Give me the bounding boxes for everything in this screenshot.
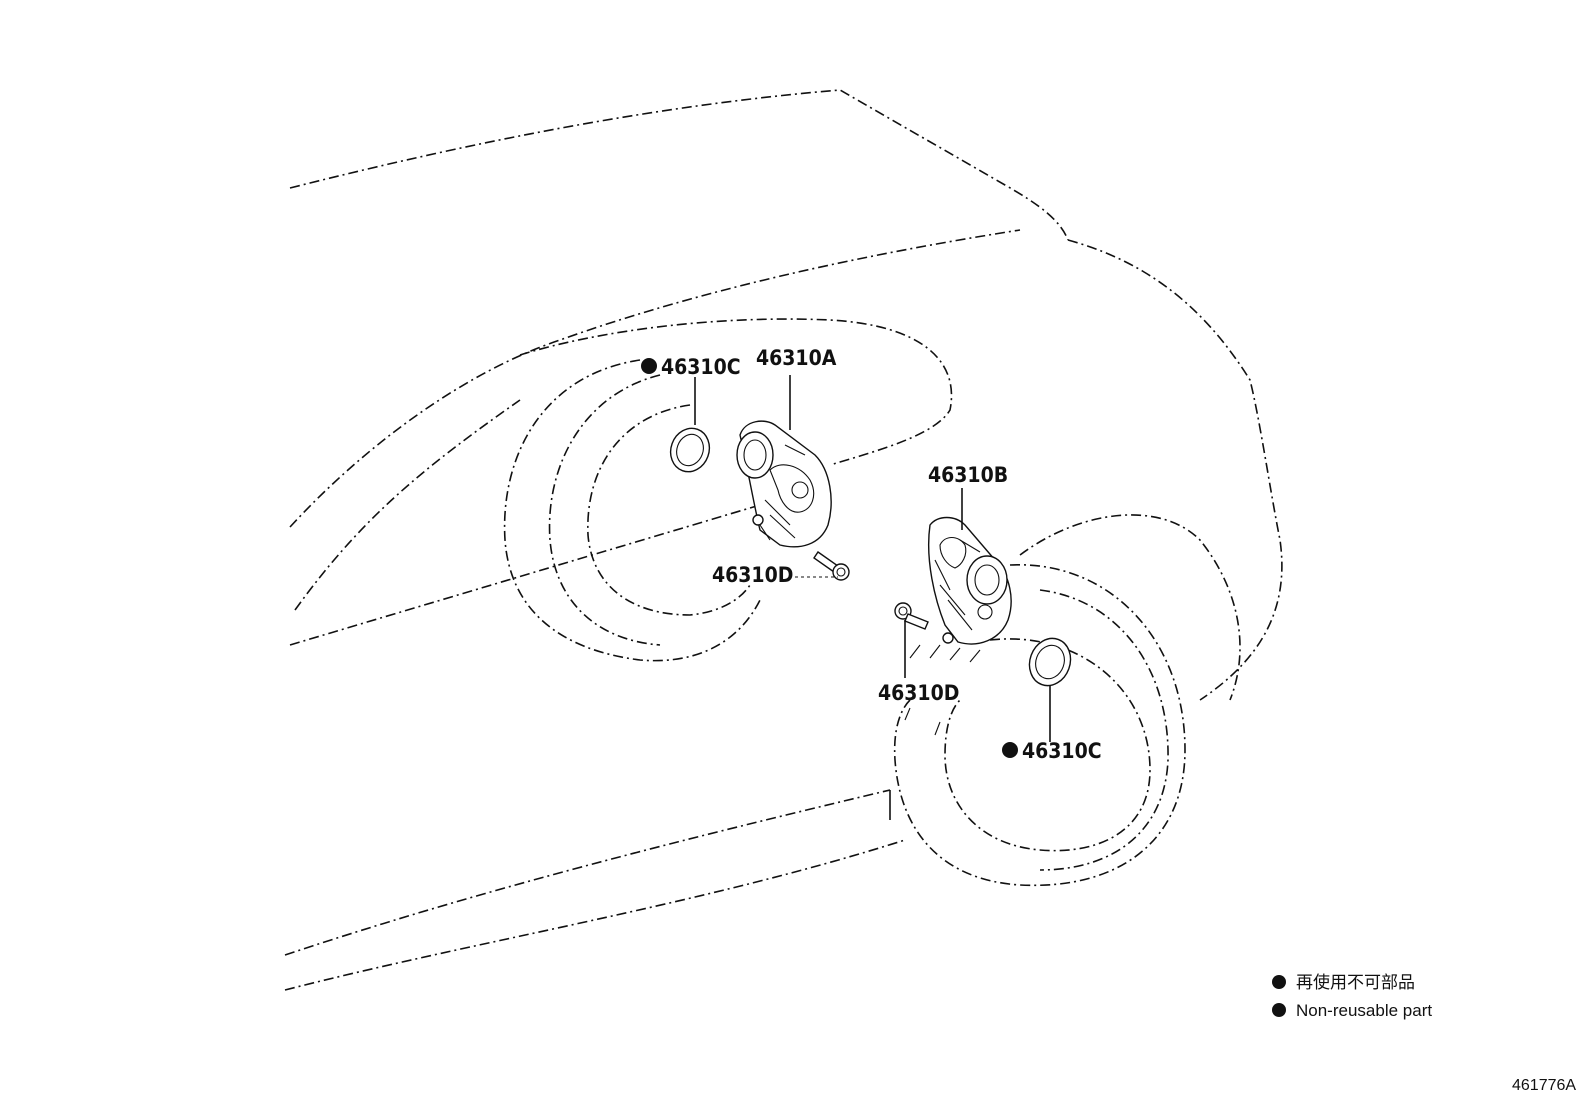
legend: 再使用不可部品 Non-reusable part: [1272, 972, 1432, 1020]
front-rim: [587, 404, 751, 616]
callout-label: 46310C: [1022, 739, 1102, 763]
front-tire-outer: [503, 359, 761, 662]
non-reusable-marker-icon: [1002, 742, 1018, 758]
rear-pillar-line: [1067, 239, 1283, 701]
callout-bolt-right: 46310D: [878, 681, 959, 705]
lower-body-line: [289, 504, 761, 646]
callout-label: 46310C: [661, 355, 741, 379]
front-wheel-arch: [519, 318, 953, 466]
rear-rim: [944, 638, 1151, 852]
figure-id: 461776A: [1512, 1077, 1576, 1094]
vehicle-outline: [284, 89, 1283, 991]
rocker-line-upper: [284, 789, 891, 956]
bolt-left: [813, 551, 850, 581]
bolt-right: [894, 602, 929, 630]
rear-tire-outer: [893, 564, 1186, 887]
callout-seal-upper: 46310C: [641, 355, 741, 379]
actuator-b: [927, 516, 1012, 645]
front-tire-inner: [548, 374, 661, 646]
seal-ring-lower: [1028, 637, 1072, 687]
callout-actuator-b: 46310B: [928, 463, 1008, 487]
callout-actuator-a: 46310A: [756, 346, 837, 370]
legend-japanese: 再使用不可部品: [1296, 972, 1415, 992]
callout-bolt-left: 46310D: [712, 563, 793, 587]
seal-ring-upper: [669, 427, 711, 473]
rocker-line-lower: [284, 839, 906, 991]
rear-wheel: [893, 564, 1186, 887]
actuator-a: [736, 420, 832, 548]
rear-wheel-arch: [1019, 514, 1241, 701]
rear-tire-inner: [1039, 589, 1169, 871]
door-crease-upper: [294, 399, 521, 611]
non-reusable-marker-icon: [641, 358, 657, 374]
rear-hatch-lines: [904, 644, 981, 736]
roof-line: [289, 89, 1069, 241]
filled-circle-icon: [1272, 975, 1286, 989]
leader-lines: [694, 375, 1051, 742]
legend-english: Non-reusable part: [1296, 1001, 1432, 1020]
callout-seal-lower: 46310C: [1002, 739, 1102, 763]
filled-circle-icon: [1272, 1003, 1286, 1017]
belt-line: [289, 229, 1021, 528]
front-wheel: [503, 359, 761, 662]
